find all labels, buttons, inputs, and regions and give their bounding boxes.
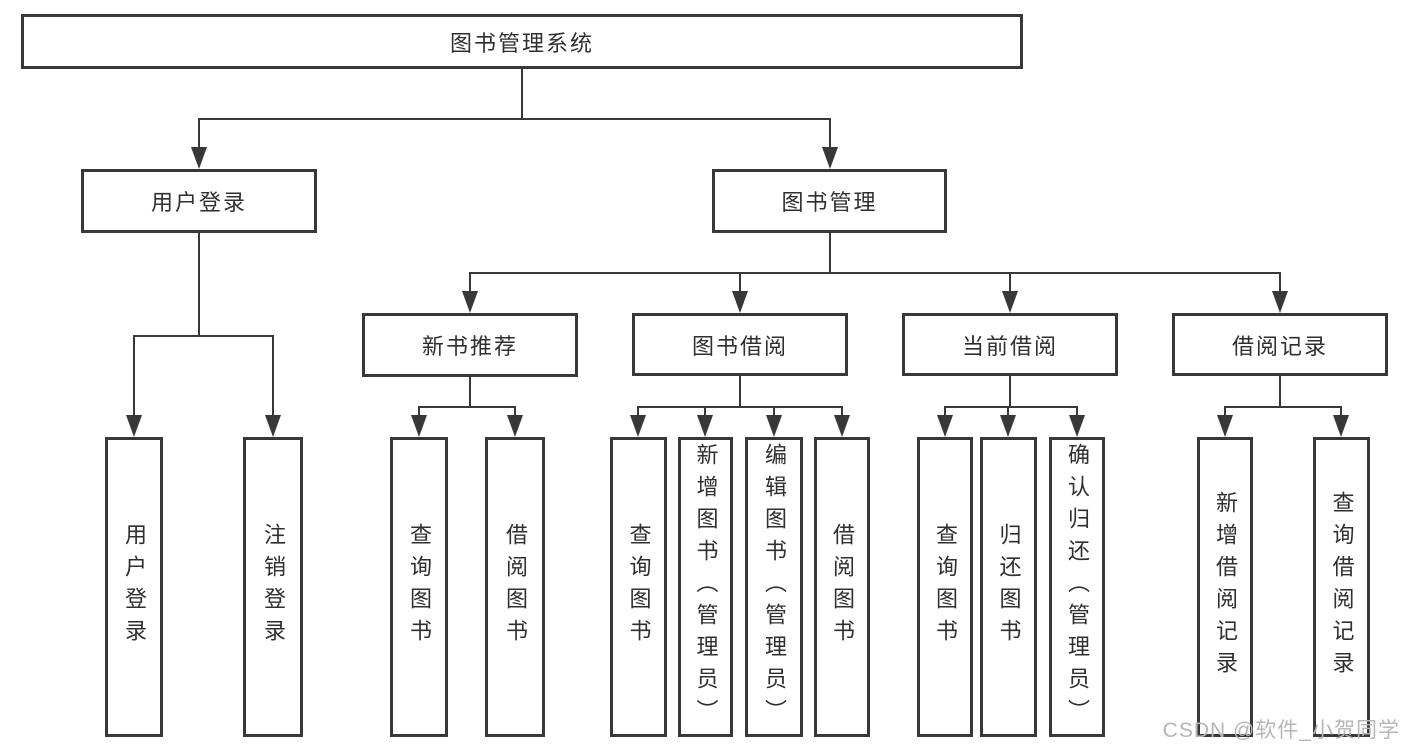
arrowhead-down xyxy=(126,335,142,437)
arrowhead-down xyxy=(191,118,207,169)
node-label: 新增借阅记录 xyxy=(1213,491,1238,683)
node-rec-borrow-book: 借阅图书 xyxy=(485,437,545,737)
node-borrow-records: 借阅记录 xyxy=(1172,313,1388,376)
arrowhead-down xyxy=(1002,272,1018,313)
node-label: 新增图书（管理员） xyxy=(693,443,719,731)
connector-line xyxy=(637,406,843,408)
connector-line xyxy=(198,233,200,336)
node-cb-query-book: 查询图书 xyxy=(917,437,973,737)
connector-line xyxy=(1009,376,1011,407)
connector-line xyxy=(198,118,831,120)
node-br-query-record: 查询借阅记录 xyxy=(1313,437,1370,737)
arrowhead-down xyxy=(462,272,478,313)
arrowhead-down xyxy=(411,406,427,437)
connector-line xyxy=(469,377,471,407)
arrowhead-down xyxy=(766,406,782,437)
node-label: 编辑图书（管理员） xyxy=(762,443,787,731)
arrowhead-down xyxy=(834,406,850,437)
connector-line xyxy=(944,406,1078,408)
node-rec-query-book: 查询图书 xyxy=(390,437,448,737)
node-bb-borrow-book: 借阅图书 xyxy=(814,437,870,737)
node-label: 查询图书 xyxy=(933,523,958,651)
node-bb-query-book: 查询图书 xyxy=(610,437,667,737)
node-new-book-recommend: 新书推荐 xyxy=(362,313,578,377)
arrowhead-down xyxy=(1069,406,1085,437)
connector-line xyxy=(133,335,274,337)
node-leaf-user-login: 用户登录 xyxy=(105,437,163,737)
connector-line xyxy=(1224,406,1342,408)
node-label: 查询图书 xyxy=(626,523,652,651)
arrowhead-down xyxy=(630,406,646,437)
connector-line xyxy=(1279,376,1281,407)
arrowhead-down xyxy=(822,118,838,169)
node-leaf-logout: 注销登录 xyxy=(243,437,303,737)
arrowhead-down xyxy=(1333,406,1349,437)
node-label: 查询图书 xyxy=(407,523,432,651)
arrowhead-down xyxy=(507,406,523,437)
node-label: 用户登录 xyxy=(122,523,147,651)
csdn-watermark: CSDN @软件_小贺同学 xyxy=(1162,719,1400,742)
arrowhead-down xyxy=(697,406,713,437)
arrowhead-down xyxy=(937,406,953,437)
connector-line xyxy=(829,233,831,273)
node-bb-edit-book: 编辑图书（管理员） xyxy=(745,437,803,737)
node-bb-add-book: 新增图书（管理员） xyxy=(678,437,733,737)
node-book-borrow: 图书借阅 xyxy=(632,313,848,376)
node-cb-confirm-return: 确认归还（管理员） xyxy=(1049,437,1105,737)
arrowhead-down xyxy=(732,272,748,313)
node-label: 查询借阅记录 xyxy=(1329,491,1355,683)
connector-line xyxy=(469,272,1281,274)
node-label: 注销登录 xyxy=(261,523,286,651)
node-label: 借阅图书 xyxy=(830,523,855,651)
node-user-login: 用户登录 xyxy=(81,169,317,233)
arrowhead-down xyxy=(1272,272,1288,313)
node-label: 归还图书 xyxy=(996,523,1022,651)
node-cb-return-book: 归还图书 xyxy=(980,437,1037,737)
connector-line xyxy=(418,406,516,408)
arrowhead-down xyxy=(265,335,281,437)
connector-line xyxy=(521,69,523,119)
node-label: 借阅图书 xyxy=(503,523,528,651)
node-book-management: 图书管理 xyxy=(712,169,947,233)
node-label: 确认归还（管理员） xyxy=(1065,443,1090,731)
arrowhead-down xyxy=(1000,406,1016,437)
arrowhead-down xyxy=(1217,406,1233,437)
node-root: 图书管理系统 xyxy=(21,14,1023,69)
node-current-borrow: 当前借阅 xyxy=(902,313,1118,376)
node-br-add-record: 新增借阅记录 xyxy=(1197,437,1253,737)
connector-line xyxy=(739,376,741,407)
